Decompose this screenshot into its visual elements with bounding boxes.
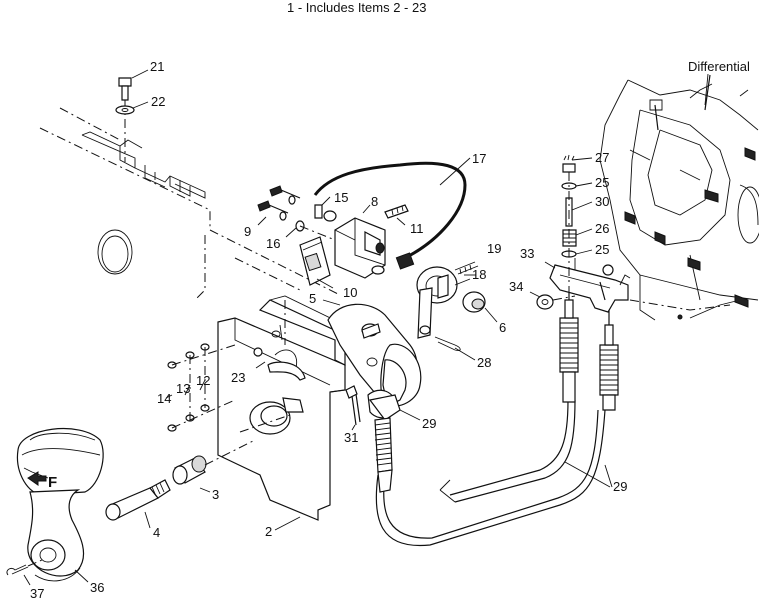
callout-21: 21 bbox=[150, 59, 164, 74]
bolt-part-19 bbox=[454, 261, 479, 275]
callout-12: 12 bbox=[196, 373, 210, 388]
bushing-part-3 bbox=[172, 439, 256, 485]
spacer-part-6 bbox=[462, 291, 486, 313]
callout-29-lower: 29 bbox=[613, 479, 627, 494]
pin-part-37 bbox=[6, 559, 43, 576]
control-cable-part-29 bbox=[374, 290, 619, 547]
shift-plate-part-5 bbox=[327, 303, 422, 407]
callout-22: 22 bbox=[151, 94, 165, 109]
spacer-part-15 bbox=[314, 204, 337, 222]
leader-lines bbox=[23, 69, 709, 586]
differential-label: Differential bbox=[688, 59, 750, 74]
interlock-switch-part-18 bbox=[416, 266, 458, 339]
callout-31: 31 bbox=[344, 430, 358, 445]
callout-27: 27 bbox=[595, 150, 609, 165]
main-bracket-part-2 bbox=[217, 295, 357, 521]
callout-11: 11 bbox=[410, 221, 424, 236]
differential-housing bbox=[599, 74, 759, 321]
callout-36: 36 bbox=[90, 580, 104, 595]
switch-bracket-part-10 bbox=[299, 236, 331, 286]
callout-16: 16 bbox=[266, 236, 280, 251]
screw-part-11 bbox=[384, 204, 409, 219]
callout-13: 13 bbox=[176, 381, 190, 396]
fastener-set-12-14 bbox=[167, 343, 236, 432]
callout-34: 34 bbox=[509, 279, 523, 294]
bolt-part-21 bbox=[118, 77, 132, 162]
bolt-part-31 bbox=[345, 385, 361, 426]
callout-17: 17 bbox=[472, 151, 486, 166]
callout-numbers: Differential 21 22 15 8 9 16 11 10 17 19… bbox=[30, 59, 750, 601]
neutral-switch-part-8 bbox=[334, 217, 386, 279]
callout-2: 2 bbox=[265, 524, 272, 539]
cable-bracket-part-33 bbox=[549, 264, 631, 313]
washer-part-22 bbox=[115, 105, 135, 115]
wire-harness-part-17 bbox=[313, 161, 467, 270]
callout-4: 4 bbox=[153, 525, 160, 540]
callout-6: 6 bbox=[499, 320, 506, 335]
callout-10: 10 bbox=[343, 285, 357, 300]
callout-23: 23 bbox=[231, 370, 245, 385]
callout-37: 37 bbox=[30, 586, 44, 601]
pin-part-28 bbox=[434, 336, 461, 351]
callout-28: 28 bbox=[477, 355, 491, 370]
callout-29-upper: 29 bbox=[422, 416, 436, 431]
shift-arm-part-29-bracket bbox=[367, 389, 401, 421]
shaft-part-4 bbox=[105, 479, 171, 521]
callout-18: 18 bbox=[472, 267, 486, 282]
screws-part-9 bbox=[257, 185, 301, 221]
callout-14: 14 bbox=[157, 391, 171, 406]
callout-3: 3 bbox=[212, 487, 219, 502]
knob-forward-letter: F bbox=[48, 474, 57, 491]
callout-33: 33 bbox=[520, 246, 534, 261]
callout-25-lower: 25 bbox=[595, 242, 609, 257]
washer-part-16 bbox=[295, 220, 336, 241]
frame-outline bbox=[39, 107, 341, 301]
diagram-header: 1 - Includes Items 2 - 23 bbox=[287, 0, 426, 15]
callout-25-upper: 25 bbox=[595, 175, 609, 190]
callout-26: 26 bbox=[595, 221, 609, 236]
knob-part-36: F bbox=[16, 428, 104, 582]
nut-part-34 bbox=[536, 294, 576, 310]
callout-5: 5 bbox=[309, 291, 316, 306]
adjuster-stack-parts-25-30 bbox=[561, 154, 577, 300]
callout-9: 9 bbox=[244, 224, 251, 239]
callout-30: 30 bbox=[595, 194, 609, 209]
callout-8: 8 bbox=[371, 194, 378, 209]
callout-19: 19 bbox=[487, 241, 501, 256]
callout-15: 15 bbox=[334, 190, 348, 205]
